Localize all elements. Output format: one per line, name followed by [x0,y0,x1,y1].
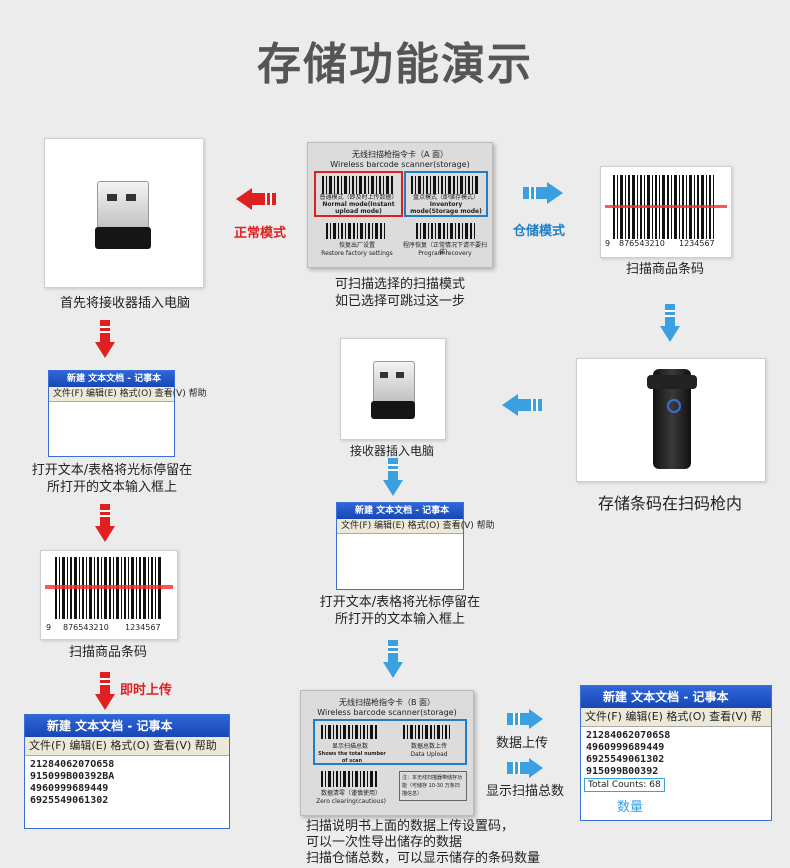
barcode-graphic [605,175,727,239]
caption-bottom-1: 扫描说明书上面的数据上传设置码， [306,819,515,834]
total-counts-box: Total Counts: 68 [584,778,665,792]
barcode-graphic [45,557,173,619]
quantity-label: 数量 [617,800,644,815]
show-total-label: 显示扫描总数 [486,784,565,799]
barcode-panel-right: 9 876543210 1234567 [600,166,732,258]
caption-scan-barcode-left: 扫描商品条码 [68,645,147,660]
caption-insert-receiver: 首先将接收器插入电脑 [59,296,190,311]
arrow-down-icon [383,640,403,678]
barcode-storage-mode [411,176,478,194]
notepad-window-left: 新建 文本文档 - 记事本 文件(F) 编辑(E) 格式(O) 查看(V) 帮助 [48,370,207,457]
data-upload-label: 数据上传 [496,736,549,751]
instant-upload-label: 即时上传 [120,683,173,698]
card-b-subtitle: Wireless barcode scanner(storage) [317,708,457,717]
caption-open-text-left-1: 打开文本/表格将光标停留在 [31,463,193,478]
receiver-panel [44,138,204,288]
storage-mode-label: 仓储模式 [513,224,566,239]
usb-receiver-icon [373,361,415,405]
notepad-window-bottom-right: 新建 文本文档 - 记事本 文件(F) 编辑(E) 格式(O) 查看(V) 帮 … [580,685,772,821]
caption-bottom-2: 可以一次性导出储存的数据 [306,835,463,850]
barcode-show-total [321,725,377,739]
usb-receiver-icon [97,181,149,233]
arrow-down-icon [383,458,403,496]
caption-open-text-left-2: 所打开的文本输入框上 [46,480,177,495]
arrow-down-icon [95,672,115,710]
caption-card-a-2: 如已选择可跳过这一步 [334,294,465,309]
caption-open-text-mid-2: 所打开的文本输入框上 [334,612,465,627]
arrow-left-icon [502,394,542,416]
barcode-recovery [416,223,475,239]
scanner-device-icon [647,369,697,469]
barcode-panel-left: 9 876543210 1234567 [40,550,178,640]
notepad-window-mid: 新建 文本文档 - 记事本 文件(F) 编辑(E) 格式(O) 查看(V) 帮助 [336,502,495,590]
notepad-text-area[interactable]: 2128406207O658 915099B00392BA 4960999689… [30,759,115,806]
page-title: 存储功能演示 [257,39,533,90]
barcode-restore [326,223,385,239]
arrow-left-icon [236,188,276,210]
arrow-down-icon [660,304,680,342]
caption-open-text-mid-1: 打开文本/表格将光标停留在 [319,595,481,610]
barcode-normal-mode [322,176,393,194]
caption-scan-barcode-right: 扫描商品条码 [625,262,704,277]
card-a-title: 无线扫描枪指令卡（A 面） [351,150,448,159]
caption-receiver-inserted: 接收器插入电脑 [349,444,434,458]
receiver-panel-mid [340,338,446,440]
caption-bottom-3: 扫描仓储总数，可以显示储存的条码数量 [306,851,541,866]
arrow-right-icon [507,709,543,729]
command-card-a: 无线扫描枪指令卡（A 面） Wireless barcode scanner(s… [307,142,493,268]
arrow-right-icon [507,758,543,778]
caption-card-a-1: 可扫描选择的扫描模式 [334,277,465,292]
notepad-window-bottom-left: 新建 文本文档 - 记事本 文件(F) 编辑(E) 格式(O) 查看(V) 帮助… [24,714,230,829]
notepad-text-area[interactable]: 212840620706S8 4960999689449 69255490613… [586,730,671,777]
card-a-subtitle: Wireless barcode scanner(storage) [330,160,470,169]
arrow-down-icon [95,504,115,542]
arrow-down-icon [95,320,115,358]
normal-mode-label: 正常模式 [234,226,287,241]
barcode-zero-clearing [321,771,377,787]
arrow-right-icon [523,182,563,204]
card-b-title: 无线扫描枪指令卡（B 面） [338,698,436,707]
command-card-b: 无线扫描枪指令卡（B 面） Wireless barcode scanner(s… [300,690,474,816]
barcode-data-upload [403,725,450,739]
scanner-panel [576,358,766,482]
caption-stored-in-scanner: 存储条码在扫码枪内 [597,494,742,513]
